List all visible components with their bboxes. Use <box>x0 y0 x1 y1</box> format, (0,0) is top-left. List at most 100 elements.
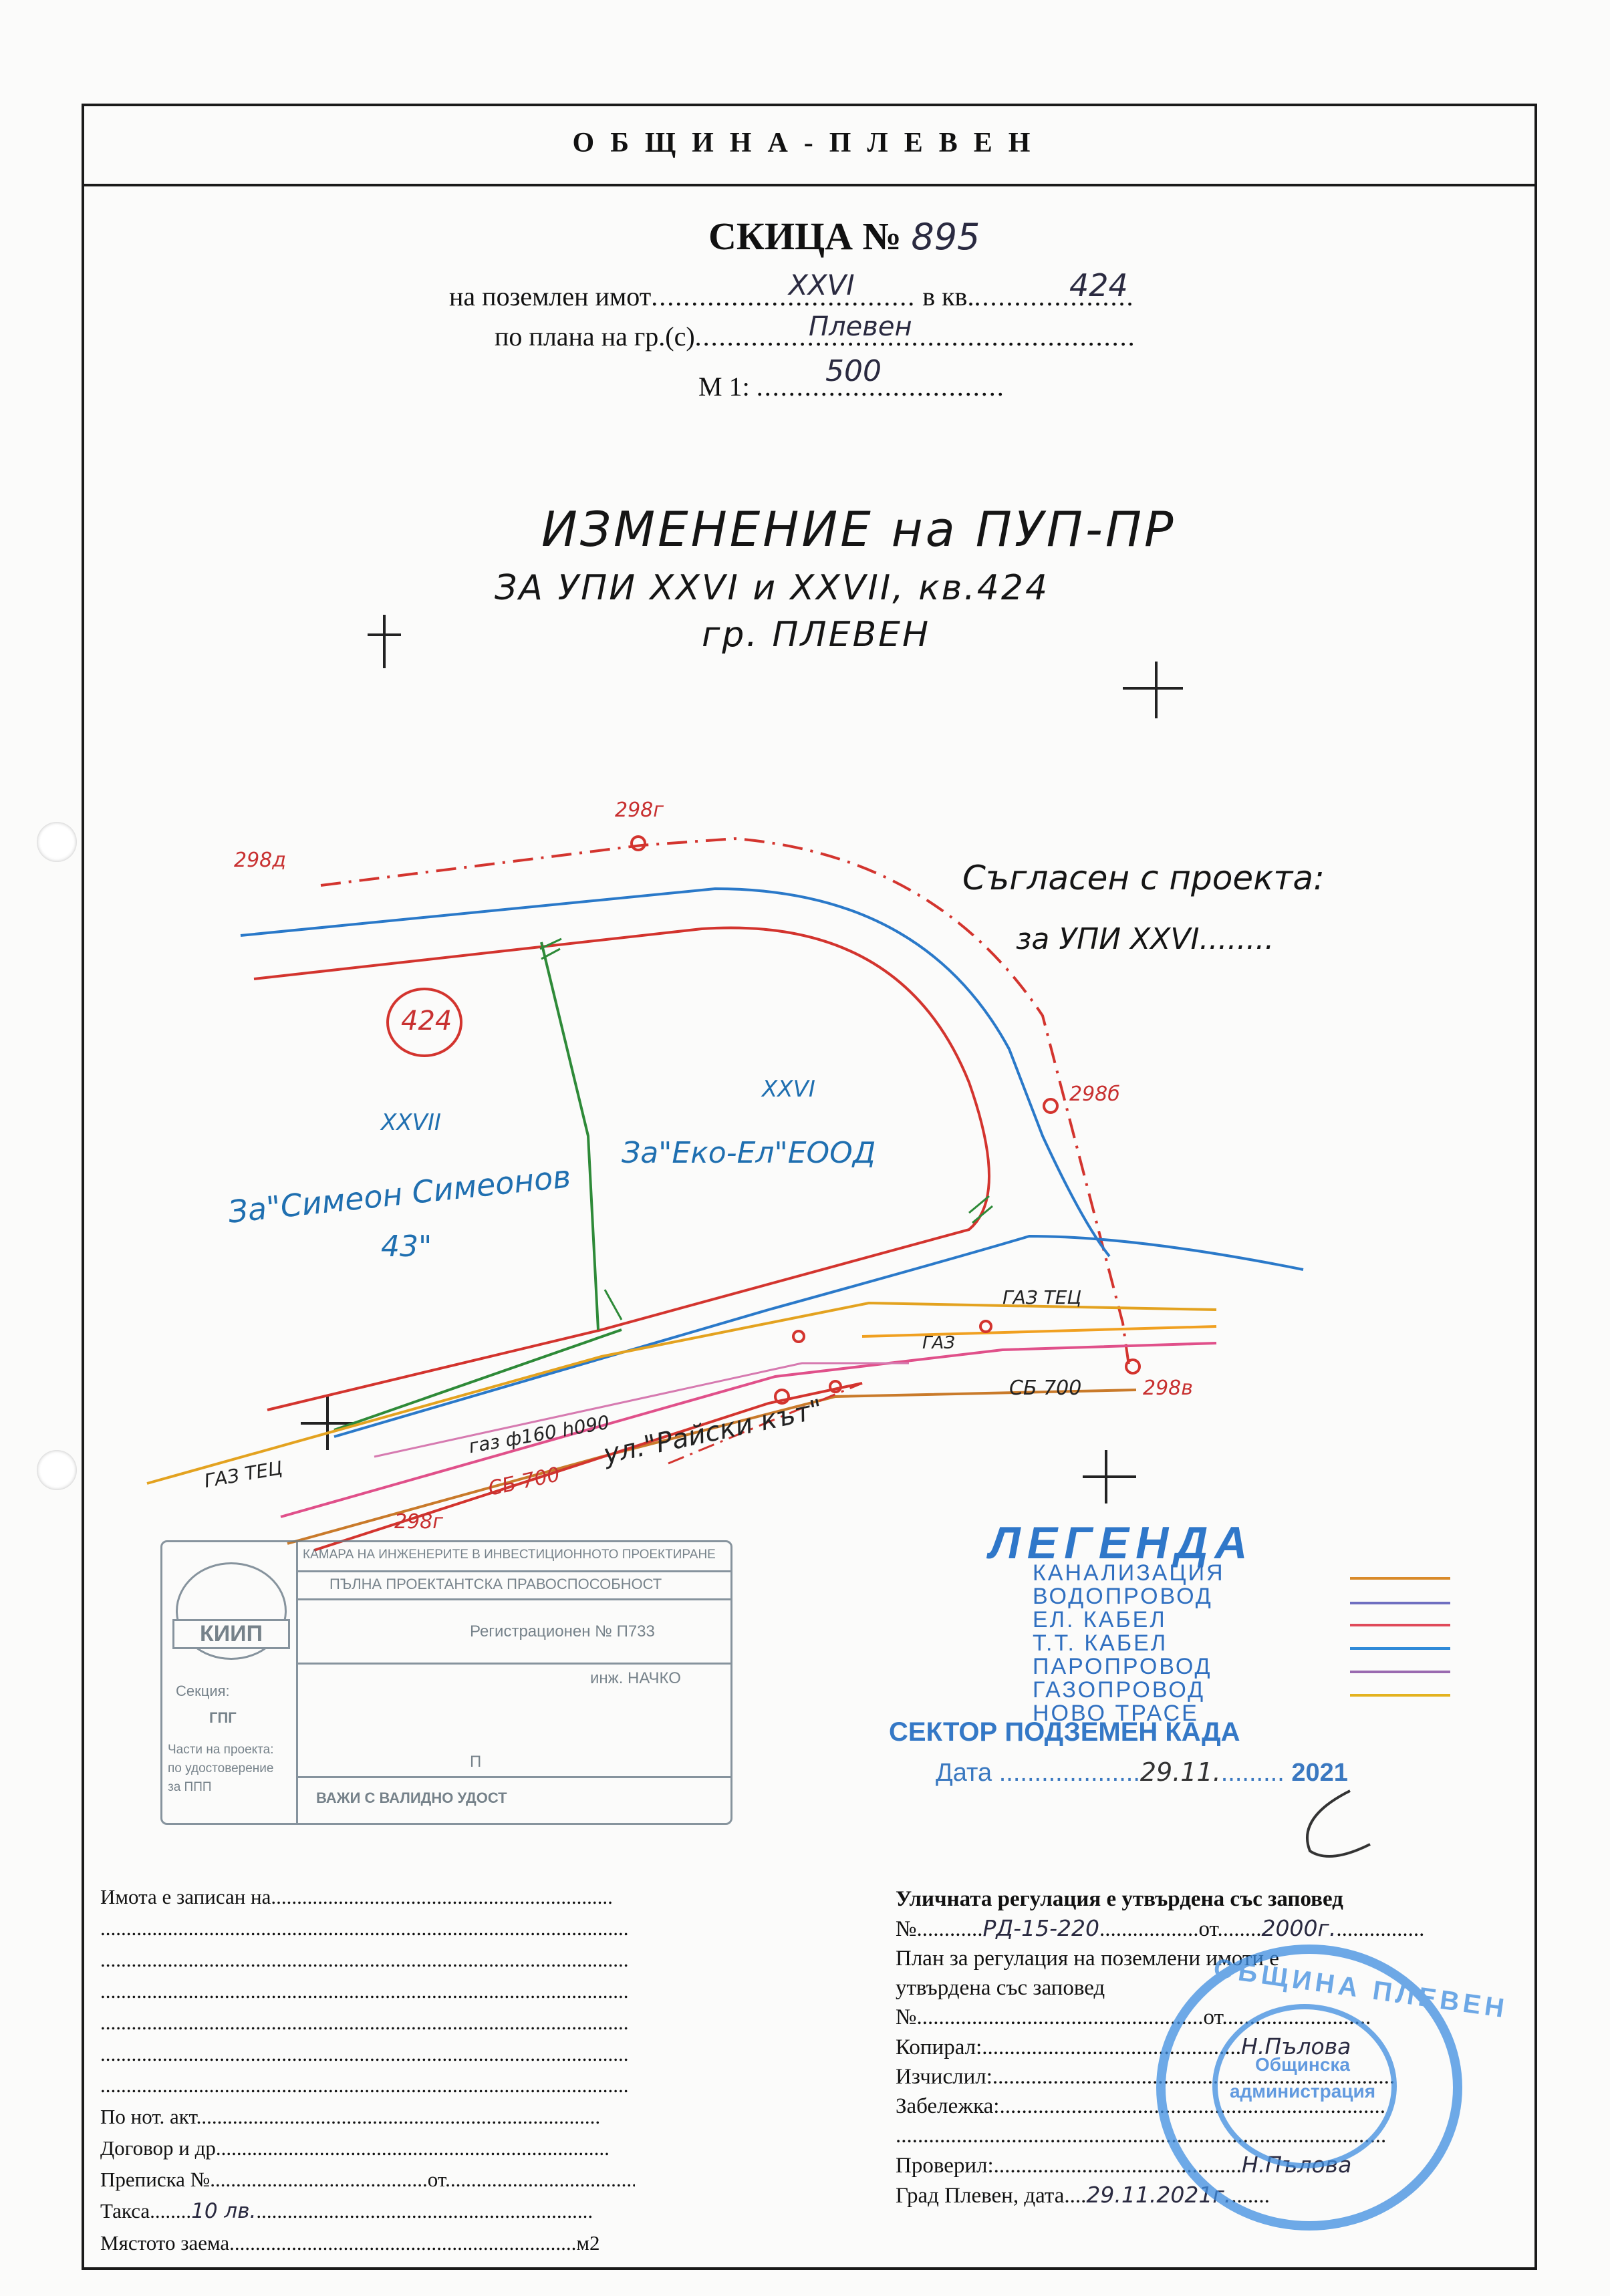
stamp-parts-line2: по удостоверение <box>168 1761 274 1775</box>
lower-regulation <box>668 1382 863 1465</box>
legend-swatch-tt-cable <box>1350 1647 1450 1650</box>
legend-swatch-water <box>1350 1602 1450 1604</box>
legend-date-row: Дата ....................29.11..........… <box>936 1757 1348 1787</box>
stamp-parts-line3: за ППП <box>168 1780 212 1794</box>
scale-row: М 1: ............................... <box>698 371 1005 402</box>
block-label: в кв. <box>922 281 974 311</box>
gas-ten-line <box>146 1301 1217 1485</box>
point-298g-bottom: 298г <box>394 1510 444 1534</box>
lot-xxvi-label: XXVI <box>762 1076 815 1103</box>
stamp-parts-line1: Части на проекта: <box>168 1743 274 1757</box>
heading-line3: гр. ПЛЕВЕН <box>702 615 931 655</box>
plan-value: Плевен <box>809 311 912 342</box>
lot-division <box>333 942 622 1431</box>
tt-cable <box>240 887 1111 1258</box>
sketch-title-label: СКИЦА № <box>708 214 902 258</box>
blank-row-6: ........................................… <box>100 2073 629 2097</box>
header-divider <box>82 184 1537 186</box>
lot-row: на поземлен имот........................… <box>449 281 1134 312</box>
hatch-marks <box>539 938 993 1320</box>
stamp-org-line2: ПЪЛНА ПРОЕКТАНТСКА ПРАВОСПОСОБНОСТ <box>329 1576 662 1592</box>
legend-swatch-steam <box>1350 1671 1450 1673</box>
binder-hole-top <box>37 822 77 862</box>
contract-row: Договор и др............................… <box>100 2136 610 2160</box>
point-298g-top: 298г <box>615 799 664 822</box>
engineer-stamp: КИИП Секция: ГПГ Части на проекта: по уд… <box>160 1540 732 1825</box>
stamp-divider-3 <box>296 1663 730 1665</box>
agreement-line1: Съгласен с проекта: <box>962 859 1325 897</box>
legend-item-new-route: НОВО ТРАСЕ <box>1033 1701 1199 1726</box>
legend-date-label: Дата <box>936 1759 992 1787</box>
scale-value: 500 <box>825 354 882 388</box>
lot-value: XXVI <box>789 269 855 301</box>
plan-line2: утвърдена със заповед <box>896 1976 1105 2000</box>
street-reg-row: Уличната регулация е утвърдена със запов… <box>896 1887 1343 1911</box>
legend-swatch-el-cable <box>1350 1624 1450 1626</box>
stamp-left-column <box>162 1542 298 1823</box>
municipal-seal: ОБЩИНА ПЛЕВЕН Общинска администрация <box>1156 1945 1510 2231</box>
stamp-section-value: ГПГ <box>209 1709 237 1726</box>
sketch-number: 895 <box>911 216 980 258</box>
fee-value: 10 лв. <box>191 2199 257 2223</box>
road-edge <box>333 1234 1304 1438</box>
lot-label: на поземлен имот <box>449 281 652 311</box>
block-value: 424 <box>1069 267 1128 303</box>
point-298d: 298д <box>234 849 287 872</box>
sector-label: СЕКТОР ПОДЗЕМЕН КАДА <box>889 1717 1240 1747</box>
legend-item-steam: ПАРОПРОВОД <box>1033 1654 1212 1679</box>
legend-item-sewer: КАНАЛИЗАЦИЯ <box>1033 1560 1225 1586</box>
legend-item-water: ВОДОПРОВОД <box>1033 1584 1213 1609</box>
order-no-row: №............РД-15-220..................… <box>896 1915 1425 1941</box>
document-frame <box>82 104 1537 2270</box>
blank-row-5: ........................................… <box>100 2042 629 2065</box>
regulation-line <box>320 837 1131 1371</box>
sb700-right-label: СБ 700 <box>1009 1377 1082 1400</box>
binder-hole-bottom <box>37 1450 77 1490</box>
legend-date-dots: .................... <box>998 1759 1140 1787</box>
registered-to-row: Имота е записан на......................… <box>100 1885 613 1908</box>
orange-line <box>861 1325 1217 1338</box>
plan-dots: ........................................… <box>694 321 1136 351</box>
legend-date-year: 2021 <box>1291 1759 1348 1787</box>
registry-block: Имота е записан на......................… <box>100 1881 635 2259</box>
blank-row-2: ........................................… <box>100 1948 629 1971</box>
sewer-line <box>287 1389 1137 1545</box>
agreement-line2: за УПИ XXVI........ <box>1016 922 1274 956</box>
legend: ЛЕГЕНДА КАНАЛИЗАЦИЯ ВОДОПРОВОД ЕЛ. КАБЕЛ… <box>882 1517 1450 1798</box>
owner-xxvii-line2: 43" <box>381 1230 432 1264</box>
cadastral-map <box>146 615 1304 1552</box>
stamp-engineer: инж. НАЧКО <box>590 1669 681 1687</box>
sketch-title: СКИЦА № 895 <box>708 214 980 259</box>
legend-date-dots2: ......... <box>1220 1759 1285 1787</box>
seal-inner-ring <box>1212 2004 1397 2168</box>
point-298b: 298б <box>1069 1083 1120 1106</box>
point-298v: 298в <box>1143 1377 1193 1400</box>
block-dots: .................... <box>974 281 1135 311</box>
gas-line <box>374 1362 909 1458</box>
legend-date-value: 29.11. <box>1139 1757 1221 1787</box>
notary-act-row: По нот. акт.............................… <box>100 2105 601 2128</box>
seal-center-line1: Общинска <box>1255 2054 1350 2075</box>
legend-swatch-gas <box>1350 1694 1450 1697</box>
stamp-divider-1 <box>296 1570 730 1572</box>
signature-mark <box>1306 1789 1371 1858</box>
blank-row-3: ........................................… <box>100 1979 629 2003</box>
grid-crosshairs <box>301 615 1183 1503</box>
lot-xxvii-label: XXVII <box>381 1109 441 1136</box>
stamp-p-letter: П <box>470 1753 482 1771</box>
survey-points <box>630 835 1141 1405</box>
scale-label: М 1: <box>698 372 750 402</box>
order-number: РД-15-220 <box>982 1915 1099 1941</box>
stamp-org-line1: КАМАРА НА ИНЖЕНЕРИТЕ В ИНВЕСТИЦИОННОТО П… <box>303 1548 716 1562</box>
lot-dots: ................................. <box>651 281 916 311</box>
owner-xxvi-label: За"Еко-Ел"ЕООД <box>622 1136 876 1170</box>
blank-row-1: ........................................… <box>100 1916 629 1940</box>
scale-dots: ............................... <box>756 372 1005 402</box>
stamp-valid: ВАЖИ С ВАЛИДНО УДОСТ <box>316 1789 507 1806</box>
gas-label: ГАЗ <box>922 1333 955 1353</box>
blank-row-4: ........................................… <box>100 2011 629 2034</box>
order-year: 2000г. <box>1261 1915 1337 1941</box>
seal-center-line2: администрация <box>1229 2081 1376 2102</box>
block-circle <box>386 988 462 1057</box>
lot-boundary <box>253 926 990 1411</box>
